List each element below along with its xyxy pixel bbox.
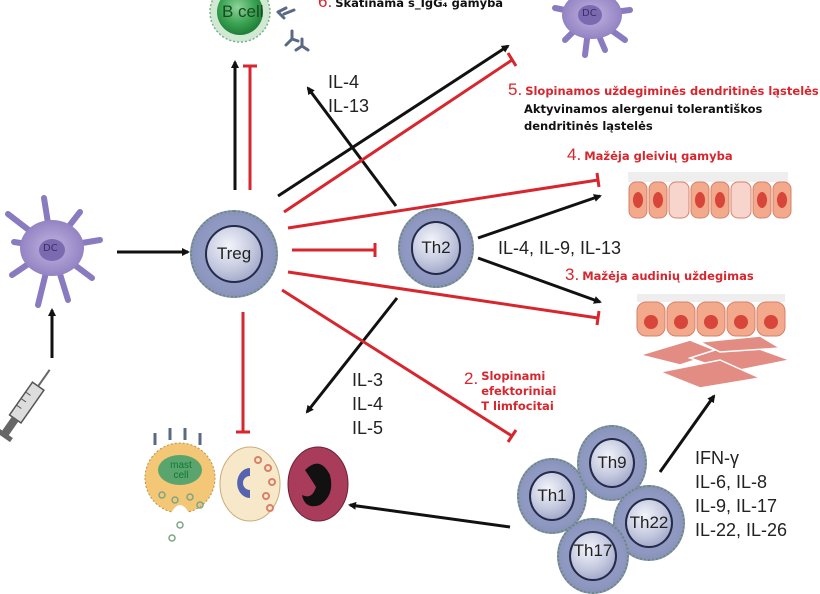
th2-to-granulocyte-arrow — [305, 297, 399, 414]
th17-cell: Th17 — [557, 518, 629, 594]
effect-4-number: 4. — [567, 145, 582, 164]
effect-2-text: Slopinami efektoriniai T limfocitai — [481, 369, 557, 413]
th2-to-bcell-arrow — [306, 86, 398, 207]
effect-5-number: 5. — [508, 80, 523, 99]
th1-cell: Th1 — [517, 458, 587, 534]
th17-label: Th17 — [569, 530, 617, 582]
effect-2: 2.Slopinami efektoriniai T limfocitai — [464, 369, 566, 414]
th2-cell: Th2 — [398, 208, 474, 288]
effect-6: 6.Skatinama s_IgG₄ gamyba — [318, 0, 503, 12]
th22-label: Th22 — [625, 497, 673, 549]
th-cluster-to-tissue-arrow — [658, 394, 716, 473]
cytokines-th2-bcell: IL-4 IL-13 — [328, 70, 369, 118]
cytokines-th-cluster: IFN-γ IL-6, IL-8 IL-9, IL-17 IL-22, IL-2… — [695, 446, 787, 542]
syringe-icon — [0, 369, 51, 443]
treg-cell: Treg — [190, 210, 278, 298]
effect-5: 5.Slopinamos uždegiminės dendritinės ląs… — [508, 80, 819, 100]
mast-cell-label: mast cell — [170, 460, 192, 481]
cytokine-item: IL-4 — [352, 394, 384, 414]
treg-inhibits-tissue — [287, 270, 599, 320]
th2-label: Th2 — [410, 221, 462, 275]
effect-3: 3.Mažėja audinių uždegimas — [565, 265, 754, 285]
cytokine-item: IFN-γ — [695, 448, 739, 468]
treg-inhibits-mucus — [287, 178, 599, 230]
th9-label: Th9 — [588, 437, 636, 489]
dendritic-cell-top — [552, 0, 633, 58]
dendritic-cell-left — [5, 195, 103, 308]
cytokine-item: IL-3 — [352, 370, 384, 390]
cytokines-th2-granulocytes: IL-3 IL-4 IL-5 — [352, 368, 383, 440]
tissue-epithelium — [636, 294, 793, 389]
inhibition-lines — [236, 52, 601, 443]
basophil — [287, 446, 349, 522]
th2-to-mucus-arrow — [477, 194, 602, 240]
mucus-epithelium — [628, 172, 792, 219]
mast-cell — [144, 428, 216, 542]
effect-6-text: Skatinama s_IgG₄ gamyba — [335, 0, 504, 10]
effect-5-text: Slopinamos uždegiminės dendritinės ląste… — [525, 84, 819, 98]
effect-3-text: Mažėja audinių uždegimas — [582, 269, 754, 283]
cytokine-item: IL-9, IL-17 — [695, 496, 778, 516]
th2-to-tissue-arrow — [477, 256, 602, 304]
cytokine-item: IL-5 — [352, 418, 384, 438]
b-cell-label: B cell — [222, 2, 264, 21]
effect-6-number: 6. — [318, 0, 333, 11]
diagram-canvas — [0, 0, 793, 542]
th1-label: Th1 — [528, 470, 576, 522]
antibody-icon — [276, 6, 310, 52]
treg-to-dc-arrow — [277, 44, 510, 198]
effect-2-number: 2. — [464, 369, 479, 388]
effect-4-text: Mažėja gleivių gamyba — [584, 149, 733, 163]
cytokine-item: IL-6, IL-8 — [695, 472, 768, 492]
treg-label: Treg — [204, 224, 264, 284]
activation-arrows — [48, 44, 716, 529]
eosinophil — [219, 446, 281, 522]
effect-4: 4.Mažėja gleivių gamyba — [567, 145, 733, 165]
treg-inhibits-dc — [283, 58, 513, 214]
cytokine-item: IL-4 — [328, 72, 360, 92]
b-cell — [209, 0, 271, 43]
dc-left-label: DC — [43, 243, 58, 254]
cytokine-item: IL-22, IL-26 — [695, 520, 788, 540]
effect-5-subtext: Aktyvinamos alergenui tolerantiškos dend… — [524, 102, 763, 133]
dc-top-label: DC — [582, 8, 597, 19]
cytokines-th2-tissue: IL-4, IL-9, IL-13 — [498, 238, 622, 258]
effect-3-number: 3. — [565, 265, 580, 284]
th-cluster-to-granulocyte-arrow — [348, 501, 511, 529]
cytokine-item: IL-13 — [328, 96, 370, 116]
treg-inhibits-effector-t — [281, 288, 513, 438]
